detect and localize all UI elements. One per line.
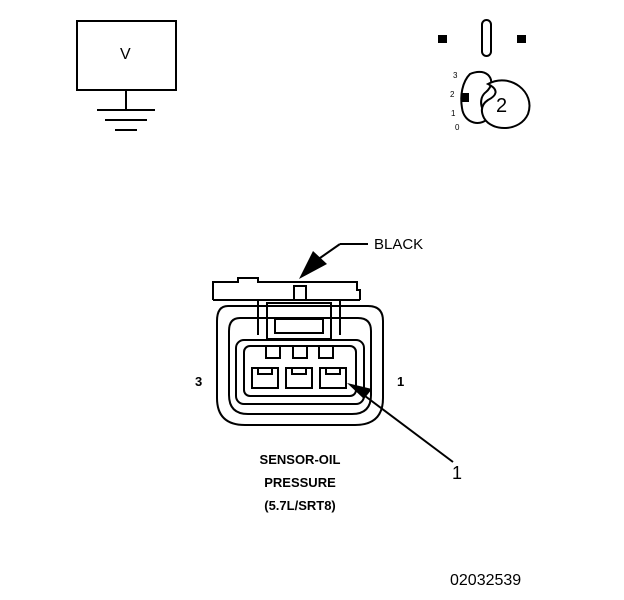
ignition-position-2: 2 <box>450 90 455 99</box>
ignition-position-1: 1 <box>451 109 456 118</box>
connector-name-line-2: PRESSURE <box>264 475 336 490</box>
connector-body <box>212 277 384 426</box>
callout-number: 1 <box>452 463 463 483</box>
connector-name-line-1: SENSOR-OIL <box>259 452 341 467</box>
figure-id: 02032539 <box>450 572 522 589</box>
voltmeter-icon <box>76 20 177 131</box>
ignition-position-3: 3 <box>453 71 458 80</box>
black-callout-arrow <box>299 243 368 279</box>
pin-3-label: 3 <box>195 374 203 389</box>
wire-color-label: BLACK <box>374 236 424 253</box>
voltmeter-label: V <box>120 46 131 63</box>
pin-1-label: 1 <box>397 374 405 389</box>
ignition-position-0: 0 <box>455 123 460 132</box>
pin-1-callout-arrow <box>347 383 454 463</box>
ignition-switch-icon <box>438 19 531 129</box>
ignition-key-label: 2 <box>496 95 508 117</box>
connector-name-line-3: (5.7L/SRT8) <box>264 498 336 513</box>
